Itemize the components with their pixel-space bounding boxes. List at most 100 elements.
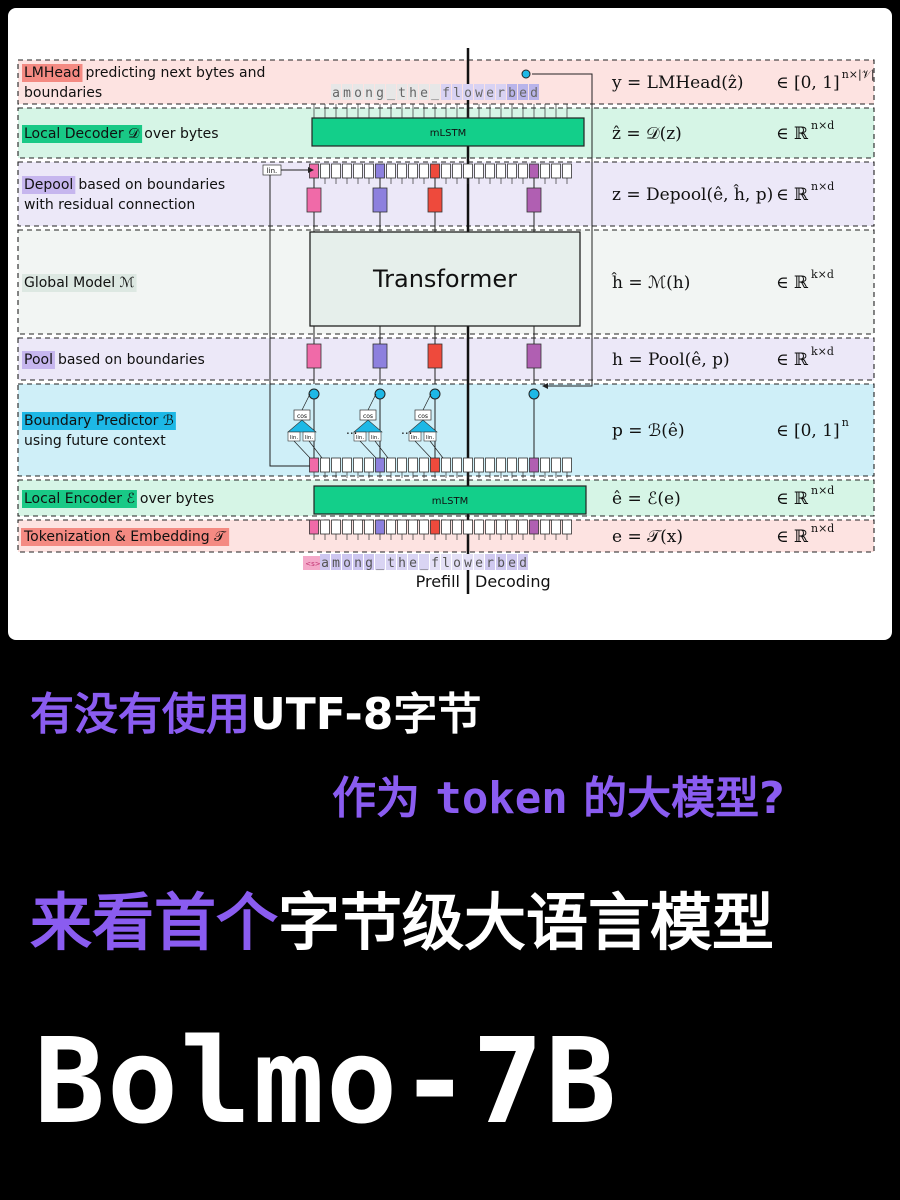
pool-patch — [372, 343, 388, 369]
encoder-output-cell — [397, 457, 407, 473]
layer-label: Tokenization & Embedding 𝒯 — [23, 529, 227, 545]
layer-equation: p = ℬ(ê) — [612, 421, 685, 441]
input-char: o — [453, 556, 461, 571]
depool-patch — [372, 187, 388, 213]
layer-domain-sup: n×d — [811, 484, 834, 497]
embedding-cell — [353, 519, 363, 535]
layer-desc: over bytes — [144, 126, 218, 142]
output-char-box — [485, 84, 495, 100]
input-char: e — [409, 556, 417, 571]
lin-connection — [429, 440, 444, 459]
input-char-box — [452, 554, 462, 570]
embedding-cell — [507, 519, 517, 535]
layer-domain: ∈ [0, 1] — [776, 421, 840, 441]
layer-name: Depool — [24, 177, 73, 193]
output-char: o — [464, 86, 472, 101]
depool-output-cell — [474, 163, 484, 179]
output-char-box — [353, 84, 363, 100]
depool-patch — [306, 187, 322, 213]
layer-band — [17, 337, 875, 381]
layer-equation: ê = ℰ(e) — [612, 489, 681, 509]
layer-domain-sup: k×d — [811, 345, 834, 358]
output-char-box — [496, 84, 506, 100]
depool-output-cell — [375, 163, 385, 179]
encoder-output-cell — [386, 457, 396, 473]
layer-name-highlight — [22, 64, 83, 82]
layer-equation: ẑ = 𝒟(z) — [612, 124, 682, 144]
input-char-box — [353, 554, 363, 570]
encoder-output-cell — [507, 457, 517, 473]
output-char-box — [507, 84, 517, 100]
ellipsis: ... — [401, 423, 412, 437]
mlstm-decoder-block — [311, 117, 585, 147]
depool-output-cell — [408, 163, 418, 179]
encoder-output-cell — [474, 457, 484, 473]
input-char-box — [386, 554, 396, 570]
layer-name: Tokenization & Embedding 𝒯 — [23, 529, 227, 545]
layer-name-highlight — [22, 125, 143, 143]
transformer-label: Transformer — [372, 265, 517, 293]
input-char-box — [507, 554, 517, 570]
input-char-box — [496, 554, 506, 570]
residual-lin-label: lin. — [267, 167, 278, 175]
embedding-cell — [463, 519, 473, 535]
boundary-score-dot — [429, 388, 441, 400]
transformer-block — [309, 231, 581, 327]
embedding-cell — [342, 519, 352, 535]
lin-label: lin. — [290, 435, 299, 441]
input-char: f — [431, 556, 439, 571]
embedding-cell — [518, 519, 528, 535]
output-char: _ — [387, 86, 395, 101]
embedding-cell — [419, 519, 429, 535]
encoder-output-cell — [518, 457, 528, 473]
layer-name-highlight — [22, 412, 176, 430]
input-char: _ — [420, 556, 428, 571]
layer-name: Global Model ℳ — [24, 275, 135, 291]
layer-domain: ∈ ℝ — [776, 185, 809, 205]
output-char-box — [452, 84, 462, 100]
headline-line-2-token: token — [435, 773, 568, 824]
layer-desc-line2: using future context — [24, 433, 166, 449]
output-char: o — [354, 86, 362, 101]
residual-path — [269, 175, 310, 467]
cos-triangle — [353, 419, 383, 433]
lin-connection — [308, 440, 323, 459]
boundary-feedback-arrowhead — [542, 383, 548, 389]
headline-line-3-purple: 来看首个 — [30, 886, 279, 959]
depool-output-cell — [518, 163, 528, 179]
output-char-box — [430, 84, 440, 100]
boundary-feedback-path — [532, 73, 593, 387]
layer-equation: h = Pool(ê, p) — [612, 350, 730, 370]
input-char-box — [419, 554, 429, 570]
layer-domain-sup: n×d — [811, 180, 834, 193]
output-char: n — [365, 86, 373, 101]
embedding-cell — [375, 519, 385, 535]
lin-label: lin. — [305, 435, 314, 441]
pool-patch — [306, 343, 322, 369]
input-char: _ — [376, 556, 384, 571]
embedding-cell — [331, 519, 341, 535]
encoder-output-cell — [496, 457, 506, 473]
depool-output-cell — [331, 163, 341, 179]
headline-line-3-white: 字节级大语言模型 — [278, 886, 775, 959]
layer-desc: based on boundaries — [78, 177, 225, 193]
layer-name: Pool — [24, 352, 53, 368]
output-char-box — [364, 84, 374, 100]
depool-output-cell — [397, 163, 407, 179]
layer-domain: ∈ ℝ — [776, 527, 809, 547]
input-char-box — [320, 554, 330, 570]
embedding-cell — [452, 519, 462, 535]
encoder-output-cell — [408, 457, 418, 473]
layer-name-highlight — [22, 274, 137, 292]
headline-line-3: 来看首个字节级大语言模型 — [30, 872, 774, 962]
output-char-box — [342, 84, 352, 100]
encoder-output-cell — [562, 457, 572, 473]
embedding-cell — [430, 519, 440, 535]
cos-triangle — [408, 419, 438, 433]
encoder-output-cell — [353, 457, 363, 473]
encoder-output-cell — [309, 457, 319, 473]
layer-domain: ∈ [0, 1] — [776, 73, 840, 93]
